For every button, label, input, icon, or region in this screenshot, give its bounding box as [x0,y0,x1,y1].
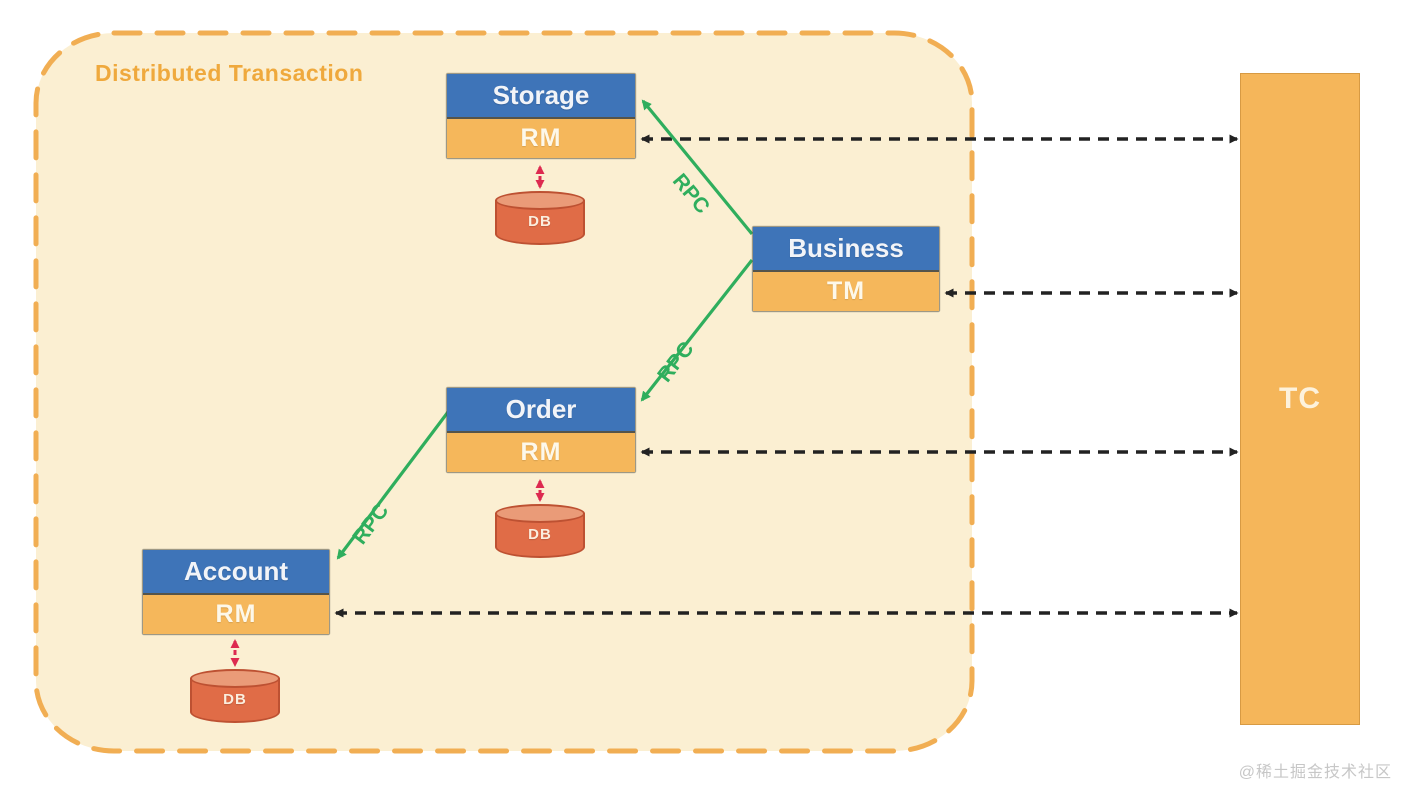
rpc-order-account [336,411,450,560]
db-label: DB [223,691,247,708]
node-business-tm-badge: TM [753,272,939,311]
node-order: Order RM [446,387,636,473]
db-label: DB [528,213,552,230]
rpc-label-order-account: RPC [348,499,393,548]
node-storage: Storage RM [446,73,636,159]
node-storage-rm-badge: RM [447,119,635,158]
db-cylinder-top [495,191,585,210]
node-business-title: Business [753,227,939,272]
tc-label: TC [1279,382,1321,415]
rpc-label-business-storage: RPC [668,169,714,218]
db-cylinder-top [190,669,280,688]
db-cylinder-account: DB [190,669,280,723]
node-account-rm-badge: RM [143,595,329,634]
rpc-business-storage [641,99,754,236]
tc-coordinator: TC [1240,73,1360,725]
watermark: @稀土掘金技术社区 [1238,764,1392,781]
rpc-business-order [640,259,754,402]
db-label: DB [528,526,552,543]
boundary-title: Distributed Transaction [95,60,364,86]
node-storage-title: Storage [447,74,635,119]
node-account-title: Account [143,550,329,595]
db-cylinder-top [495,504,585,523]
node-order-title: Order [447,388,635,433]
db-cylinder-storage: DB [495,191,585,245]
rpc-label-business-order: RPC [653,337,698,386]
node-business: Business TM [752,226,940,312]
node-account: Account RM [142,549,330,635]
db-cylinder-order: DB [495,504,585,558]
node-order-rm-badge: RM [447,433,635,472]
